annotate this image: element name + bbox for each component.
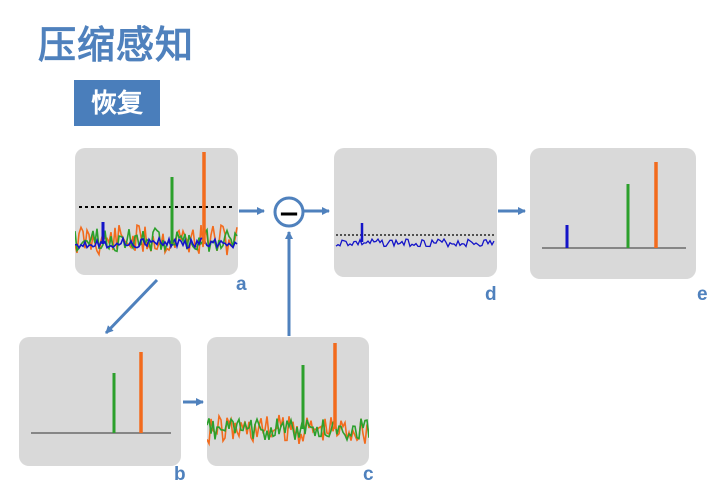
panel-d-plot bbox=[335, 223, 495, 249]
panel-b-plot bbox=[31, 352, 171, 434]
panel-d-label: d bbox=[485, 284, 497, 305]
noise-green bbox=[75, 226, 238, 253]
noise-green bbox=[207, 416, 369, 443]
arrow-a-to-b bbox=[104, 278, 159, 335]
panel-c bbox=[207, 337, 369, 466]
page-title: 压缩感知 bbox=[38, 25, 195, 67]
panel-b bbox=[19, 337, 181, 466]
panel-b-label: b bbox=[174, 464, 186, 485]
panel-a-plot bbox=[75, 152, 238, 257]
panel-e-label: e bbox=[697, 284, 708, 305]
section-badge: 恢复 bbox=[74, 80, 160, 126]
panel-a bbox=[75, 148, 238, 275]
panel-c-plot bbox=[207, 343, 369, 447]
subtract-symbol: − bbox=[278, 199, 300, 229]
panel-e bbox=[530, 148, 696, 279]
noise-blue bbox=[335, 237, 495, 249]
panel-e-plot bbox=[542, 162, 686, 249]
subtract-operator bbox=[273, 196, 305, 228]
panel-c-label: c bbox=[363, 464, 374, 485]
panel-d bbox=[334, 148, 497, 277]
panel-a-label: a bbox=[236, 274, 247, 295]
